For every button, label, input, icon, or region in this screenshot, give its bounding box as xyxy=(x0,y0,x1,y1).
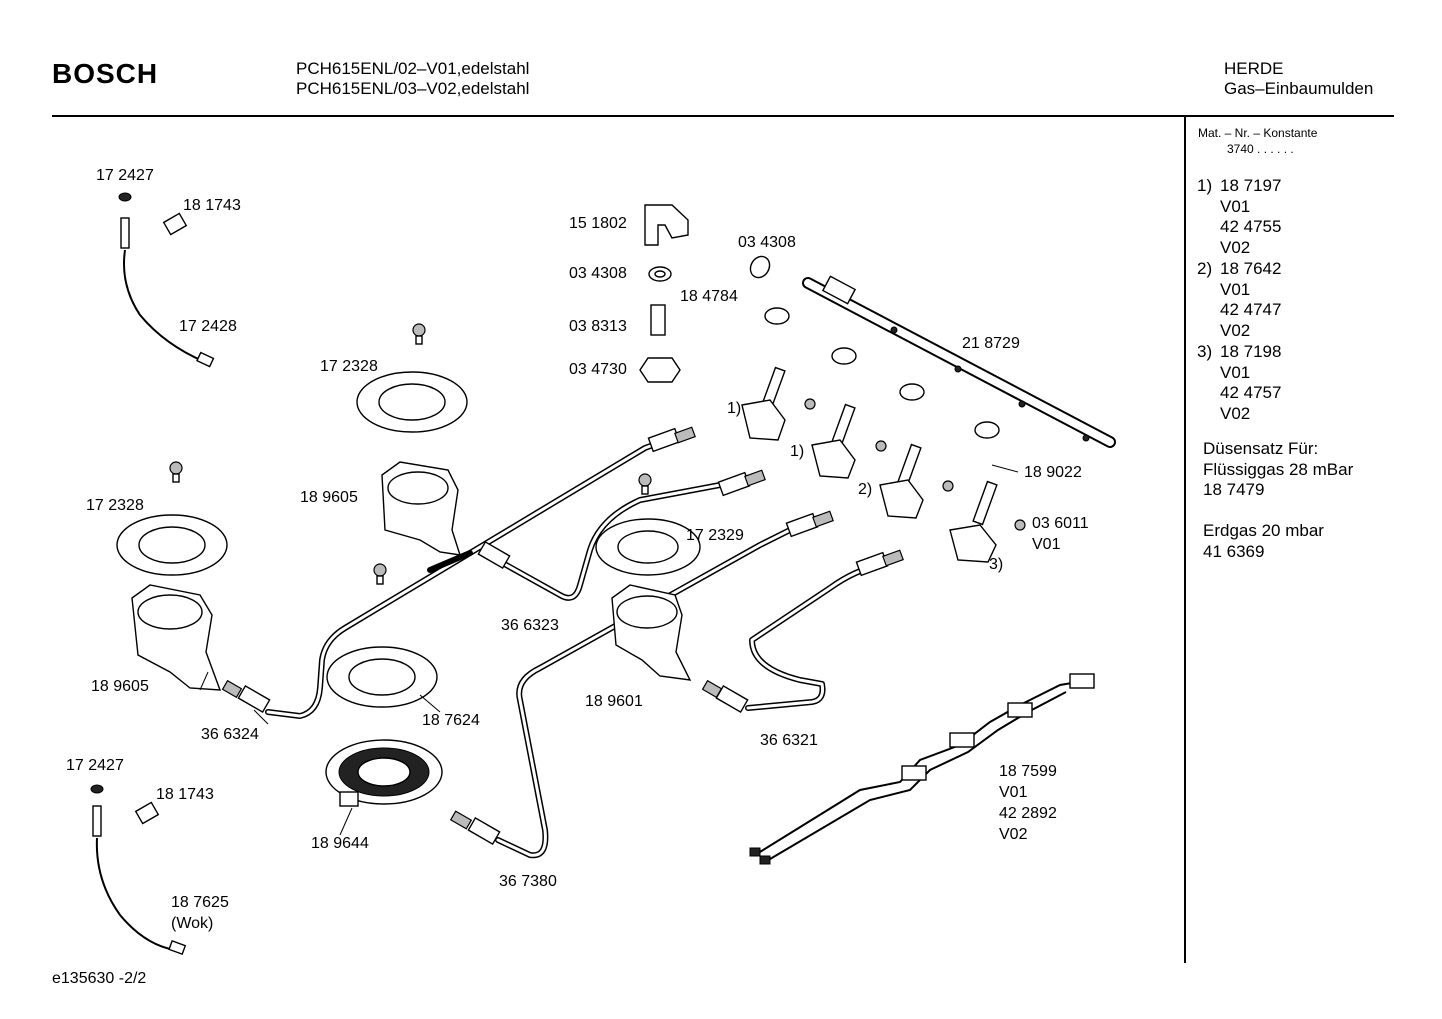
label-181743-bottom: 18 1743 xyxy=(156,786,214,803)
label-366321: 36 6321 xyxy=(760,732,818,749)
label-034308-b: 03 4308 xyxy=(738,234,796,251)
heat-shields xyxy=(116,371,701,708)
callout-3: 3) xyxy=(989,556,1004,573)
variant-1-part: 18 7197 xyxy=(1220,176,1282,195)
thermocouple-top xyxy=(118,192,215,368)
label-366324: 36 6324 xyxy=(201,726,259,743)
label-189605-a: 18 9605 xyxy=(300,489,358,506)
variant-3-num: 3) xyxy=(1197,342,1213,361)
burner-housings xyxy=(131,461,692,691)
side-panel-divider xyxy=(1184,117,1186,963)
label-187599: 18 7599 xyxy=(999,763,1057,780)
category-line-2: Gas–Einbaumulden xyxy=(1224,79,1374,98)
label-151802: 15 1802 xyxy=(569,215,627,232)
label-038313: 03 8313 xyxy=(569,318,627,335)
label-034308-a: 03 4308 xyxy=(569,265,627,282)
gas-pipes xyxy=(265,432,883,859)
label-187599-v01: V01 xyxy=(999,784,1028,801)
pipe-fittings xyxy=(221,426,904,846)
variant-3-v02: V02 xyxy=(1220,404,1251,423)
variant-2-part: 18 7642 xyxy=(1220,259,1282,278)
label-172328-b: 17 2328 xyxy=(86,497,144,514)
label-189644: 18 9644 xyxy=(311,835,369,852)
variant-2-alt: 42 4747 xyxy=(1220,300,1282,319)
ignition-harness xyxy=(749,673,1095,865)
thermocouple-bottom xyxy=(90,784,187,956)
label-034730: 03 4730 xyxy=(569,361,627,378)
leader-lines xyxy=(199,464,1019,836)
ng-label: Erdgas 20 mbar xyxy=(1203,521,1324,540)
label-172427-bottom: 17 2427 xyxy=(66,757,124,774)
variant-1-v01: V01 xyxy=(1220,197,1251,216)
document-id: e135630 -2/2 xyxy=(52,970,147,987)
label-036011: 03 6011 xyxy=(1032,515,1089,532)
label-367380: 36 7380 xyxy=(499,873,557,890)
label-189601: 18 9601 xyxy=(585,693,643,710)
label-184784: 18 4784 xyxy=(680,288,738,305)
label-422892: 42 2892 xyxy=(999,805,1057,822)
variant-1-num: 1) xyxy=(1197,176,1213,195)
variant-2-v01: V01 xyxy=(1220,280,1251,299)
label-036011-v01: V01 xyxy=(1032,536,1061,553)
label-187624: 18 7624 xyxy=(422,712,480,729)
variant-3-alt: 42 4757 xyxy=(1220,383,1282,402)
label-172328-a: 17 2328 xyxy=(320,358,378,375)
label-187625-wok: (Wok) xyxy=(171,915,214,932)
variant-1-v02: V02 xyxy=(1220,238,1251,257)
variant-2-v02: V02 xyxy=(1220,321,1251,340)
label-189605-b: 18 9605 xyxy=(91,678,149,695)
brand-logo: BOSCH xyxy=(52,58,159,89)
label-172428: 17 2428 xyxy=(179,318,237,335)
variant-2-num: 2) xyxy=(1197,259,1213,278)
elbow-fitting-set xyxy=(639,204,771,383)
label-172329: 17 2329 xyxy=(686,527,744,544)
label-172427-top: 17 2427 xyxy=(96,167,154,184)
category-line-1: HERDE xyxy=(1224,59,1284,78)
model-line-1: PCH615ENL/02–V01,edelstahl xyxy=(296,59,530,78)
label-189022: 18 9022 xyxy=(1024,464,1082,481)
screws xyxy=(169,323,652,585)
callout-1-a: 1) xyxy=(727,400,742,417)
exploded-parts-diagram xyxy=(90,192,1116,956)
gas-rail xyxy=(802,275,1116,448)
mat-nr-title: Mat. – Nr. – Konstante xyxy=(1198,126,1318,140)
label-366323: 36 6323 xyxy=(501,617,559,634)
model-line-2: PCH615ENL/03–V02,edelstahl xyxy=(296,79,530,98)
label-218729: 21 8729 xyxy=(962,335,1020,352)
variant-3-part: 18 7198 xyxy=(1220,342,1282,361)
wok-burner xyxy=(325,739,443,807)
callout-2: 2) xyxy=(858,481,873,498)
header-divider xyxy=(52,115,1394,117)
label-181743-top: 18 1743 xyxy=(183,197,241,214)
gas-taps xyxy=(741,307,1026,563)
variant-1-alt: 42 4755 xyxy=(1220,217,1282,236)
label-187625: 18 7625 xyxy=(171,894,229,911)
variant-3-v01: V01 xyxy=(1220,363,1251,382)
lpg-part: 18 7479 xyxy=(1203,480,1265,499)
callout-1-b: 1) xyxy=(790,443,805,460)
nozzle-set-title: Düsensatz Für: xyxy=(1203,439,1319,458)
label-187599-v02: V02 xyxy=(999,826,1028,843)
mat-nr-value: 3740 . . . . . . xyxy=(1227,142,1294,156)
ng-part: 41 6369 xyxy=(1203,542,1265,561)
lpg-label: Flüssiggas 28 mBar xyxy=(1203,460,1354,479)
